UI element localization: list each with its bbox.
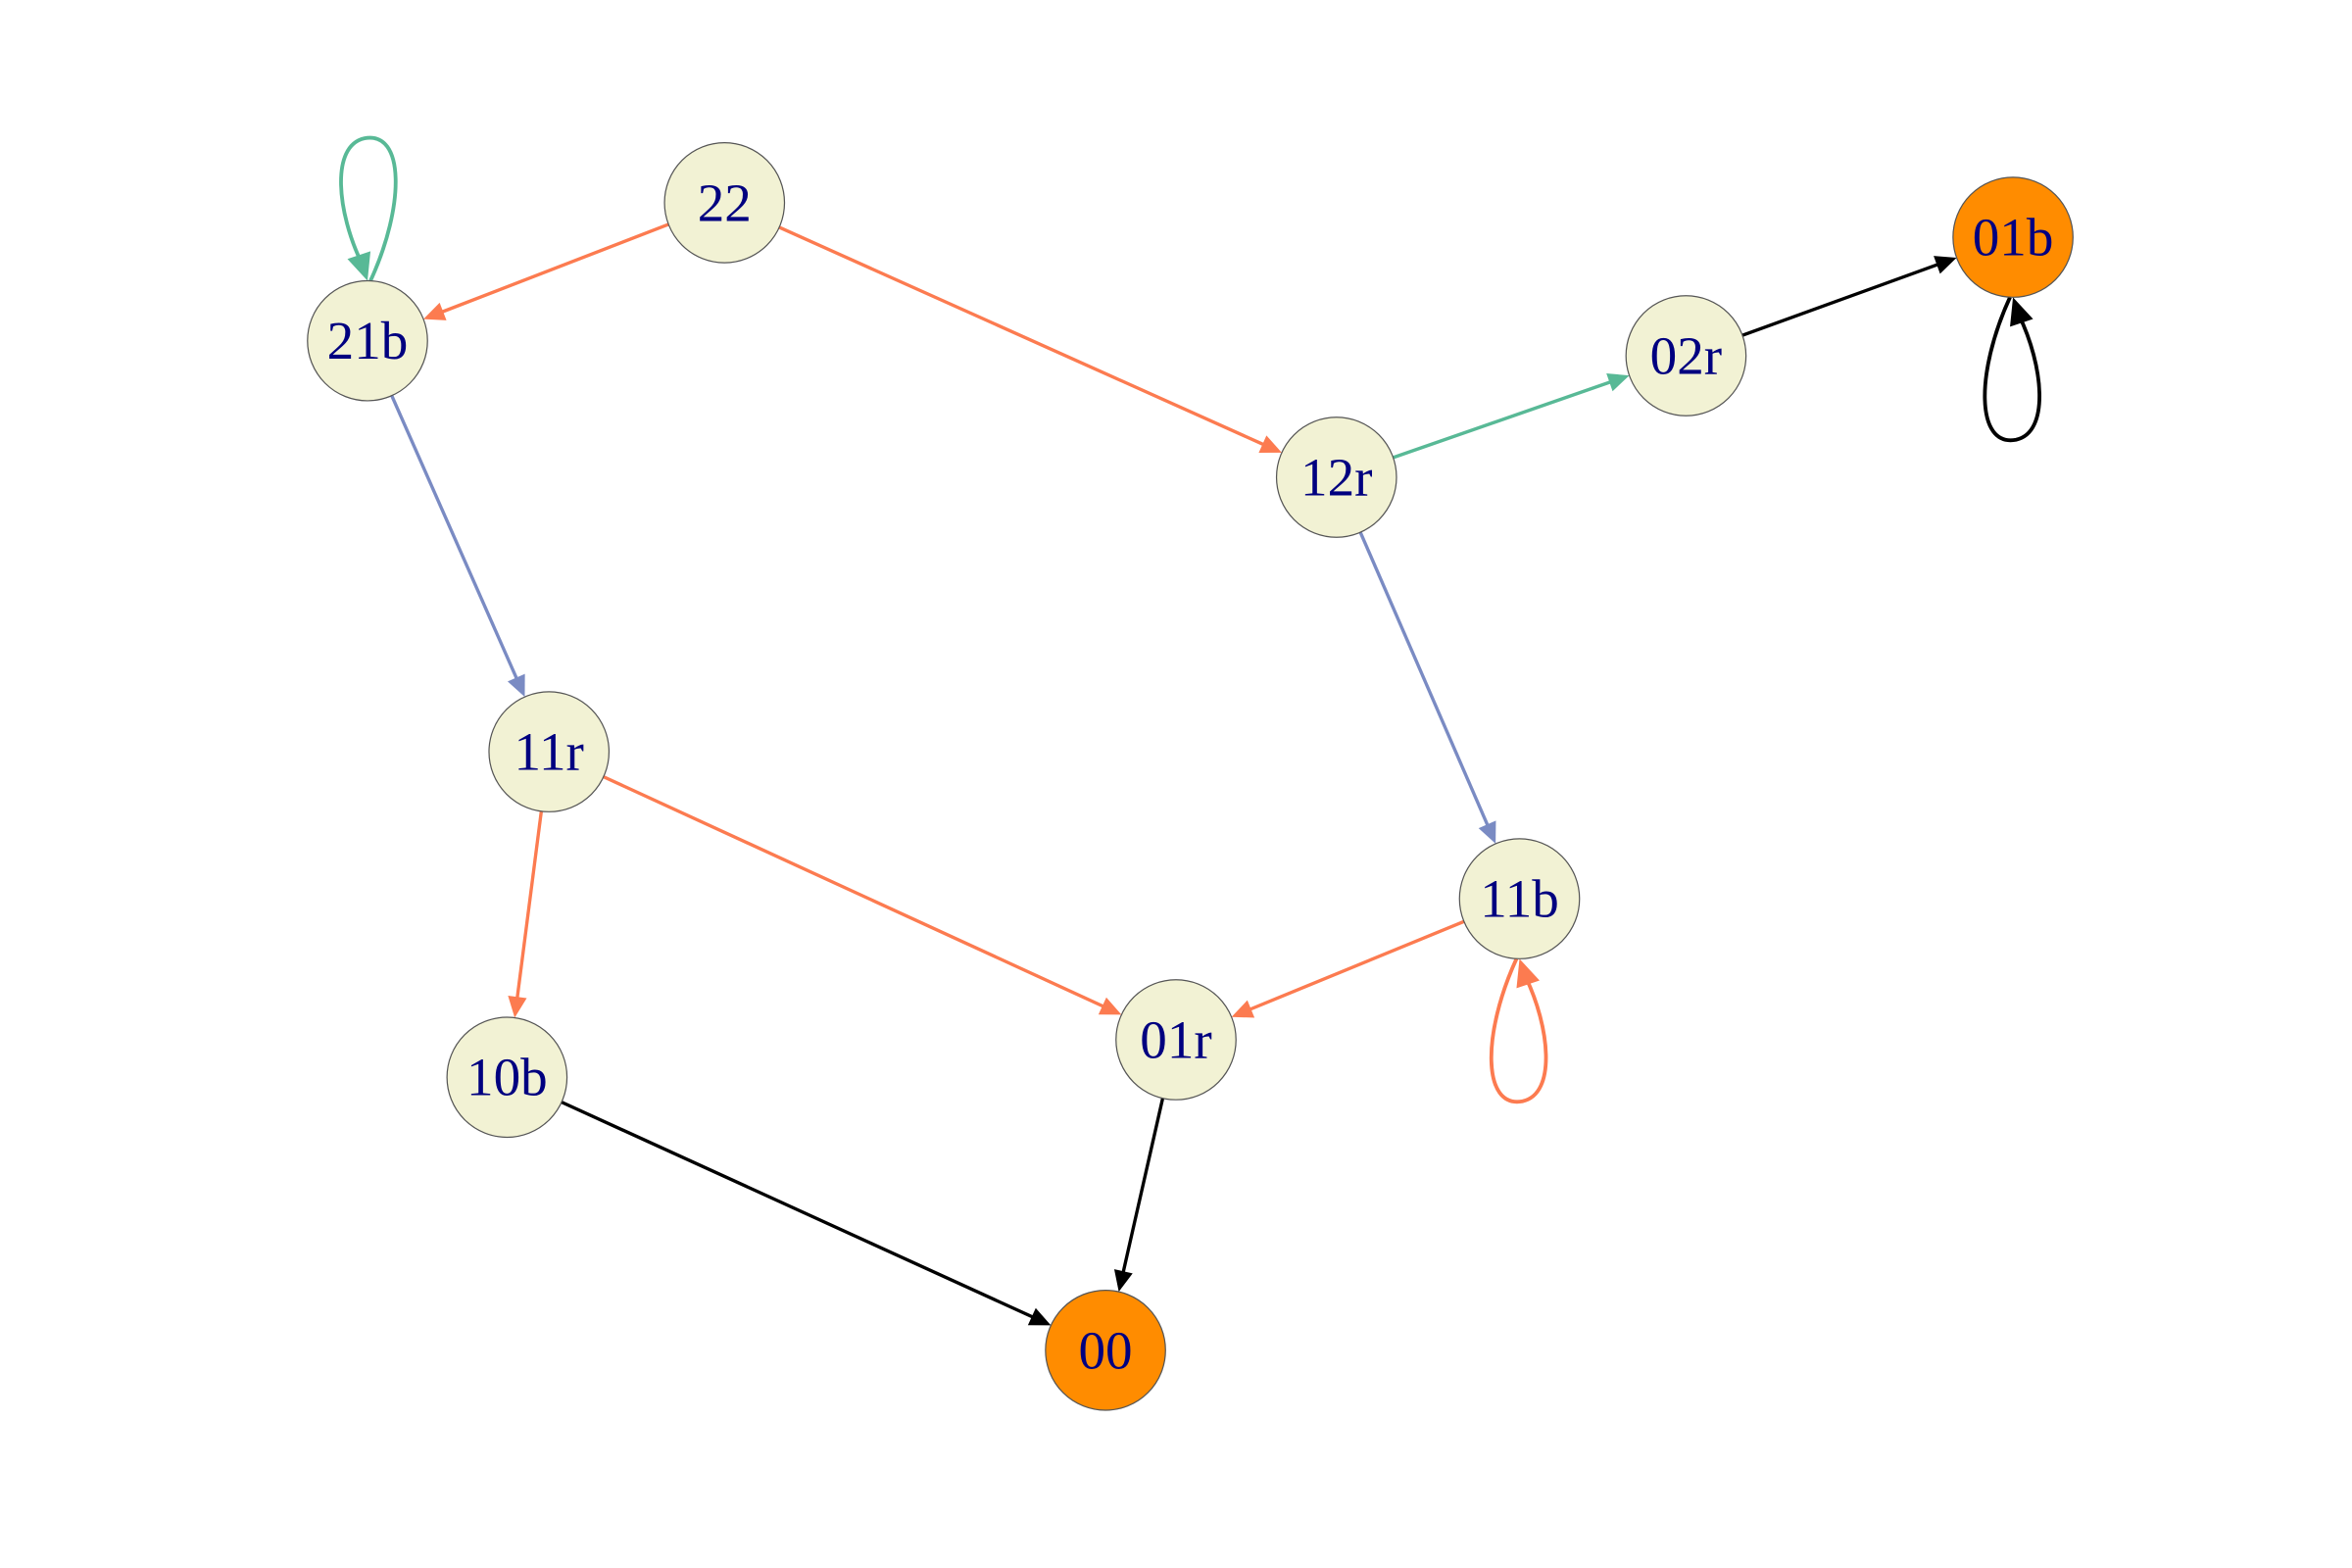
edge-line <box>439 222 669 315</box>
node-circle <box>446 1016 568 1139</box>
node-01b[interactable]: 01b <box>1952 176 2074 298</box>
edge-12r-to-11b <box>1358 531 1496 844</box>
edge-line <box>1121 1098 1165 1275</box>
node-label: 21b <box>327 311 409 370</box>
edge-line <box>1741 262 1940 337</box>
node-10b[interactable]: 10b <box>446 1016 568 1139</box>
edge-line <box>561 1101 1036 1320</box>
node-21b[interactable]: 21b <box>307 279 428 402</box>
node-11r[interactable]: 11r <box>488 691 611 812</box>
edge-line <box>1393 379 1613 460</box>
node-22[interactable]: 22 <box>663 142 786 264</box>
arrowhead-icon <box>1258 435 1282 453</box>
edge-11r-to-10b <box>508 810 544 1018</box>
node-label: 00 <box>1079 1320 1133 1380</box>
node-circle <box>1045 1289 1166 1411</box>
node-circle <box>488 691 611 812</box>
node-label: 22 <box>698 172 752 232</box>
node-circle <box>1952 176 2074 298</box>
node-circle <box>1625 295 1747 416</box>
edge-10b-to-00 <box>561 1101 1052 1326</box>
edge-21b-to-21b <box>339 135 398 282</box>
arrowhead-icon <box>1027 1307 1052 1326</box>
edge-02r-to-01b <box>1741 256 1957 337</box>
node-label: 11r <box>514 722 584 782</box>
node-circle <box>307 279 428 402</box>
node-label: 01b <box>1973 208 2054 268</box>
node-label: 02r <box>1650 326 1722 386</box>
node-circle <box>1275 416 1397 538</box>
edge-01b-to-01b <box>1983 296 2041 443</box>
arrowhead-icon <box>2010 297 2034 327</box>
node-label: 10b <box>466 1048 548 1107</box>
edge-line <box>390 395 519 681</box>
node-12r[interactable]: 12r <box>1275 416 1397 538</box>
loop-line <box>1983 296 2041 443</box>
self-loop <box>1489 957 1548 1104</box>
node-11b[interactable]: 11b <box>1458 838 1581 959</box>
edge-01r-to-00 <box>1113 1098 1165 1293</box>
node-circle <box>663 142 786 264</box>
nodes-layer: 22 21b 01b 02r 12r 11r 11b 01r 10b 00 <box>307 142 2074 1411</box>
arrowhead-icon <box>1098 997 1122 1015</box>
loop-line <box>1489 957 1548 1104</box>
edge-line <box>1358 531 1491 828</box>
arrowhead-icon <box>423 302 447 320</box>
node-circle <box>1115 979 1237 1101</box>
node-label: 01r <box>1140 1009 1211 1069</box>
edge-line <box>778 225 1266 447</box>
node-02r[interactable]: 02r <box>1625 295 1747 416</box>
self-loop <box>339 135 398 282</box>
arrowhead-icon <box>1113 1269 1133 1293</box>
self-loop <box>1983 296 2041 443</box>
edge-12r-to-02r <box>1393 373 1630 460</box>
node-01r[interactable]: 01r <box>1115 979 1237 1101</box>
edge-22-to-21b <box>423 222 669 320</box>
edge-11b-to-01r <box>1231 919 1465 1018</box>
edge-line <box>603 775 1106 1009</box>
arrowhead-icon <box>347 251 371 281</box>
edges-layer <box>339 135 2041 1326</box>
edge-11b-to-11b <box>1489 957 1548 1104</box>
arrowhead-icon <box>1478 820 1496 844</box>
node-label: 12r <box>1300 447 1372 507</box>
arrowhead-icon <box>507 673 525 698</box>
edge-22-to-12r <box>778 225 1282 453</box>
edge-line <box>1247 919 1465 1012</box>
edge-line <box>514 810 544 1001</box>
arrowhead-icon <box>1231 1000 1255 1018</box>
edge-11r-to-01r <box>603 775 1122 1015</box>
node-circle <box>1458 838 1581 959</box>
arrowhead-icon <box>1934 256 1957 274</box>
node-00[interactable]: 00 <box>1045 1289 1166 1411</box>
loop-line <box>339 135 398 282</box>
arrowhead-icon <box>1606 373 1630 392</box>
edge-21b-to-11r <box>390 395 525 698</box>
arrowhead-icon <box>508 996 527 1018</box>
arrowhead-icon <box>1516 958 1540 989</box>
node-label: 11b <box>1480 869 1559 929</box>
